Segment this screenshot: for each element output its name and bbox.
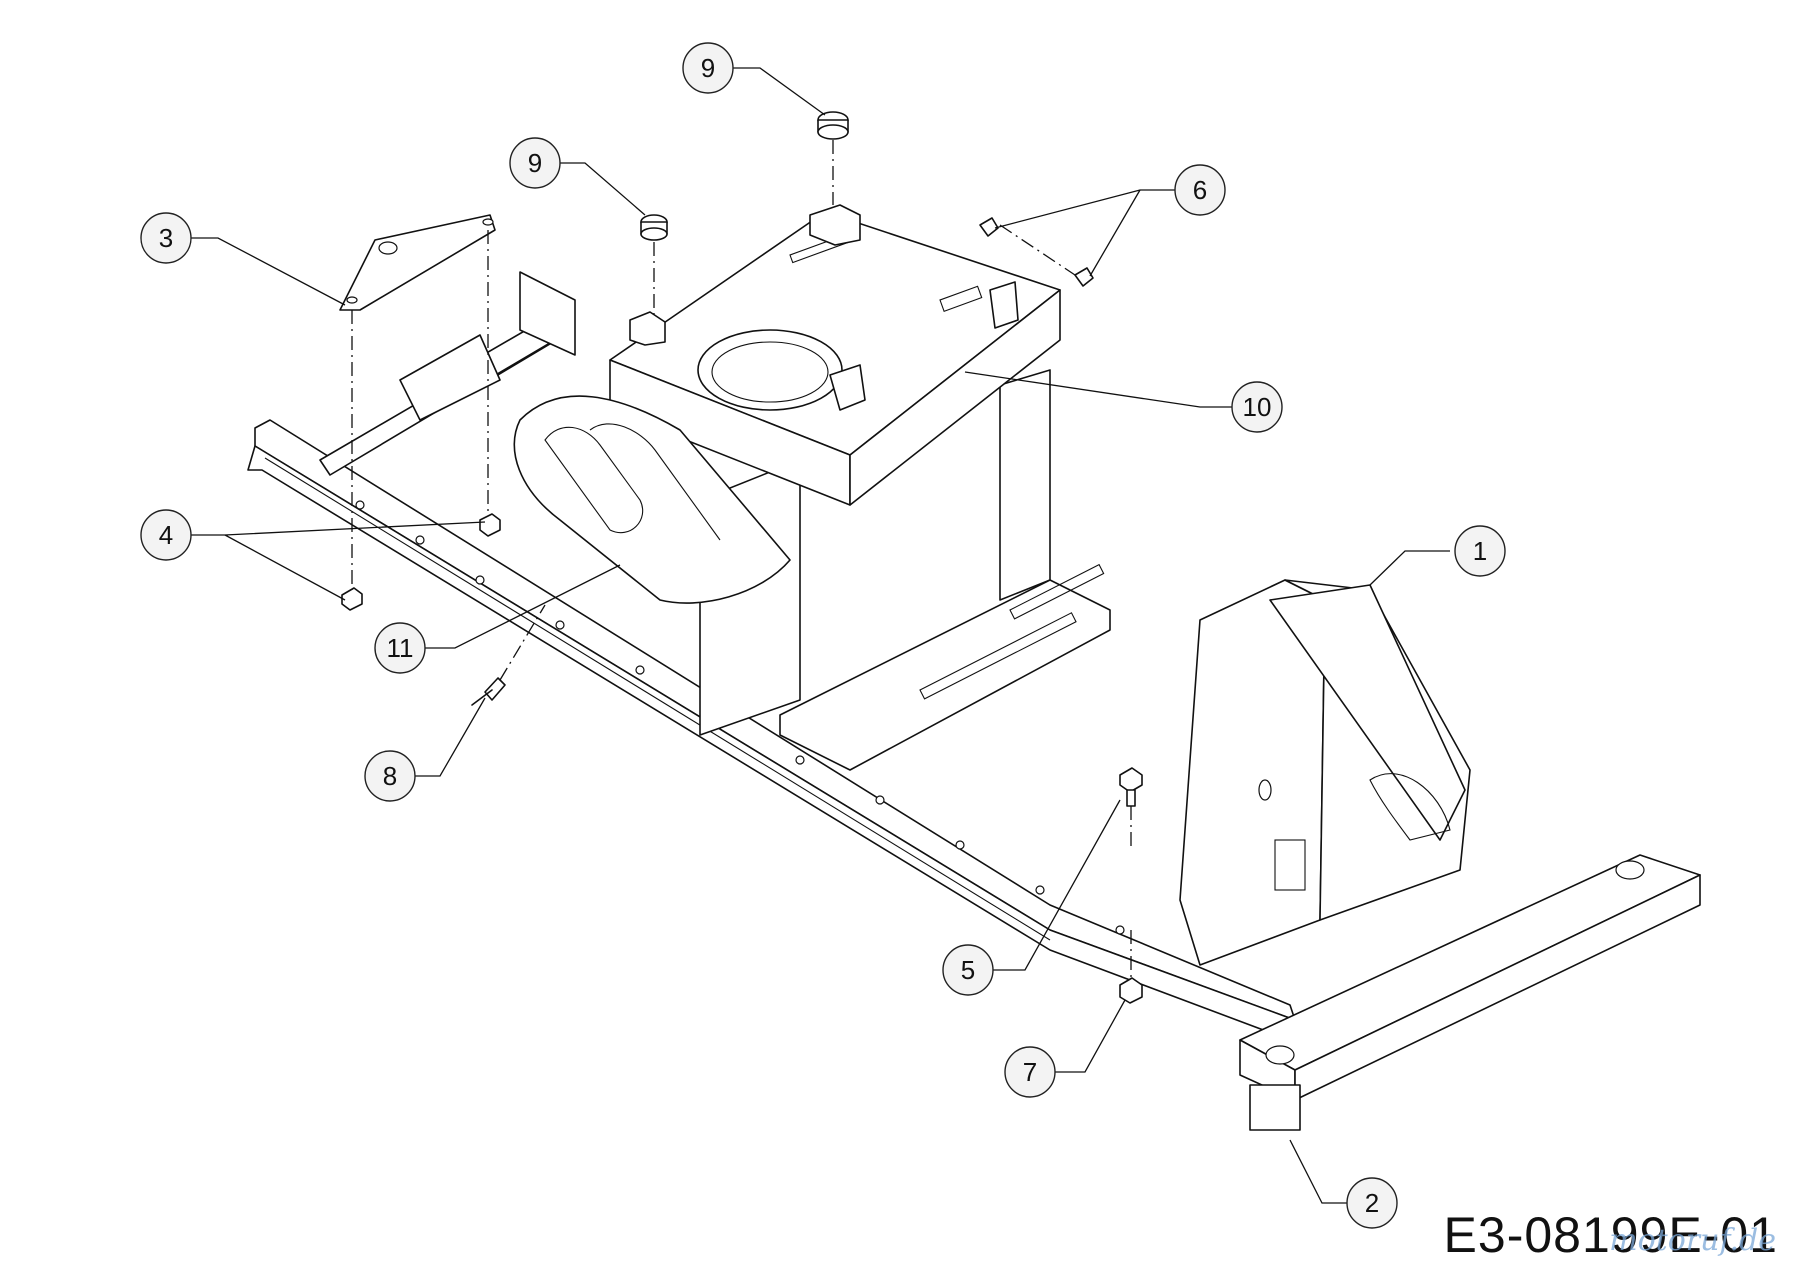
svg-text:5: 5 xyxy=(961,955,975,985)
callout-10: 10 xyxy=(1231,381,1283,433)
callout-9-upper: 9 xyxy=(682,42,734,94)
drawing-code: E3-08199E-01 xyxy=(1443,1207,1778,1263)
svg-text:9: 9 xyxy=(528,148,542,178)
svg-text:11: 11 xyxy=(387,633,414,663)
lock-nut xyxy=(1119,977,1143,1004)
svg-text:7: 7 xyxy=(1023,1057,1037,1087)
callout-6: 6 xyxy=(1174,164,1226,216)
callout-4: 4 xyxy=(140,509,192,561)
svg-text:1: 1 xyxy=(1473,536,1487,566)
callout-11: 11 xyxy=(374,622,426,674)
svg-text:4: 4 xyxy=(159,520,173,550)
svg-text:6: 6 xyxy=(1193,175,1207,205)
front-axle-bracket xyxy=(1179,579,1471,966)
lower-cross-member xyxy=(779,563,1111,771)
hinge-bracket xyxy=(829,281,1019,411)
callout-5: 5 xyxy=(942,944,994,996)
rubber-buffer-lower xyxy=(640,214,668,241)
callout-3: 3 xyxy=(140,212,192,264)
callout-7: 7 xyxy=(1004,1046,1056,1098)
screws-pair xyxy=(979,217,1094,287)
bolt xyxy=(1119,767,1143,807)
nut-lower xyxy=(341,587,363,611)
assembly-lines xyxy=(351,140,1132,978)
rear-mount-plate xyxy=(339,214,496,311)
push-rivet xyxy=(471,677,506,706)
seat-support-platform xyxy=(609,204,1061,506)
svg-text:10: 10 xyxy=(1243,392,1272,422)
callout-1: 1 xyxy=(1454,525,1506,577)
svg-text:9: 9 xyxy=(701,53,715,83)
rubber-buffer-upper xyxy=(817,111,849,140)
nut-upper xyxy=(479,513,501,537)
svg-text:3: 3 xyxy=(159,223,173,253)
svg-text:2: 2 xyxy=(1365,1188,1379,1218)
front-cross-member xyxy=(1239,854,1701,1131)
seat-adjust-plate xyxy=(513,395,791,604)
callout-8: 8 xyxy=(364,750,416,802)
callout-9-lower: 9 xyxy=(509,137,561,189)
watermark-logo: motoruf.de xyxy=(1609,1223,1776,1258)
callout-2: 2 xyxy=(1346,1177,1398,1229)
svg-text:8: 8 xyxy=(383,761,397,791)
leader-lines xyxy=(191,67,1450,1204)
